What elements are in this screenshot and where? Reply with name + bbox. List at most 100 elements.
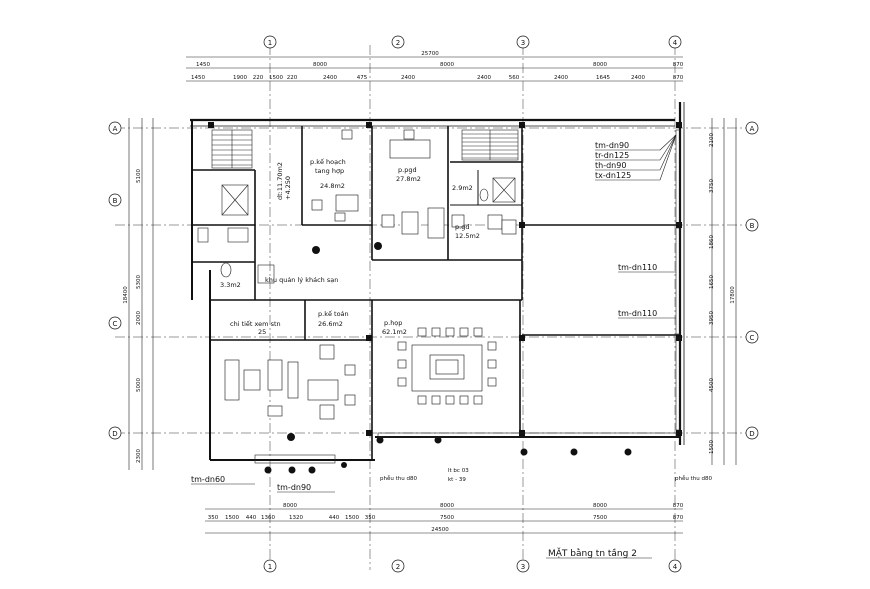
grid-label-bottom-2: 2 bbox=[396, 563, 400, 571]
dim-top-total: 25700 bbox=[421, 51, 439, 57]
grid-label-left-a: A bbox=[113, 125, 118, 133]
room-ke-hoach-name-1: p.kế hoạch bbox=[310, 158, 346, 166]
grid-label-right-c: C bbox=[750, 334, 755, 342]
room-ke-hoach-name-2: tang hợp bbox=[315, 167, 344, 175]
dim-bottom-r2-0: 350 bbox=[208, 515, 219, 521]
grid-label-top-4: 4 bbox=[673, 39, 678, 47]
dim-left-1: 5300 bbox=[136, 275, 142, 289]
grid-label-bottom-1: 1 bbox=[268, 563, 272, 571]
dim-right-3: 1650 bbox=[709, 275, 715, 289]
stair-left bbox=[211, 129, 253, 169]
window-tags: tm-dn90 tr-dn125 th-dn90 tx-dn125 tm-dn1… bbox=[191, 134, 677, 493]
tag-bottom-1: tm-dn60 bbox=[191, 475, 225, 484]
grid-label-left-d: D bbox=[112, 430, 117, 438]
windows bbox=[254, 129, 681, 464]
dim-top-r1-0: 1450 bbox=[196, 62, 210, 68]
dim-right-1: 3750 bbox=[709, 179, 715, 193]
dim-top-r2-5: 2400 bbox=[323, 75, 337, 81]
dim-bottom-r1-3: 870 bbox=[673, 503, 684, 509]
dim-bottom-r2-8: 7500 bbox=[440, 515, 454, 521]
room-ke-toan-area: 26.6m2 bbox=[318, 320, 343, 328]
dim-top-r2-8: 2400 bbox=[477, 75, 491, 81]
grid-label-top-1: 1 bbox=[268, 39, 272, 47]
notes: lt bc 03 kt - 39 phễu thu d80 phễu thu d… bbox=[380, 468, 712, 483]
dim-top-r1-3: 8000 bbox=[593, 62, 607, 68]
room-gd-name: p.gđ bbox=[455, 223, 470, 231]
floor-area-note: dt:11.70m2 bbox=[276, 162, 284, 200]
dim-right-6: 1500 bbox=[709, 440, 715, 454]
dim-right-2: 1860 bbox=[709, 235, 715, 249]
room-wc-area: 3.3m2 bbox=[220, 281, 241, 289]
dim-top-r2-12: 2400 bbox=[631, 75, 645, 81]
grid-label-bottom-4: 4 bbox=[673, 563, 678, 571]
dim-top-r2-11: 1645 bbox=[596, 75, 610, 81]
axis-bubbles: 1 2 3 4 1 2 3 4 A B C D A B C D bbox=[108, 35, 759, 573]
tag-cluster-3: th-dn90 bbox=[595, 161, 626, 170]
room-labels: p.kế hoạch tang hợp 24.8m2 p.pgd 27.8m2 … bbox=[220, 158, 480, 336]
dim-right-total: 17800 bbox=[730, 286, 736, 304]
tag-right-1: tm-dn110 bbox=[618, 263, 657, 272]
dim-left-2: 2000 bbox=[136, 311, 142, 325]
dim-left-total: 18400 bbox=[123, 286, 129, 304]
dim-top-r1-1: 8000 bbox=[313, 62, 327, 68]
room-ke-toan-name: p.kế toán bbox=[318, 310, 349, 318]
dim-bottom-r2-9: 7500 bbox=[593, 515, 607, 521]
dim-bottom-r1-2: 8000 bbox=[593, 503, 607, 509]
dim-top-r2-0: 1450 bbox=[191, 75, 205, 81]
dim-top-r2-9: 560 bbox=[509, 75, 520, 81]
dim-top-r2-1: 1900 bbox=[233, 75, 247, 81]
dim-bottom-r2-10: 870 bbox=[673, 515, 684, 521]
dim-bottom-r2-5: 440 bbox=[329, 515, 340, 521]
room-pgd-name: p.pgd bbox=[398, 166, 417, 174]
tag-cluster-1: tm-dn90 bbox=[595, 141, 629, 150]
room-khu-quan-ly: khu quản lý khách sạn bbox=[265, 276, 338, 284]
room-ke-hoach-area: 24.8m2 bbox=[320, 182, 345, 190]
dim-left-3: 5000 bbox=[136, 378, 142, 392]
dim-top-r2-10: 2400 bbox=[554, 75, 568, 81]
floor-level-note: +4.250 bbox=[284, 176, 292, 200]
tag-cluster-2: tr-dn125 bbox=[595, 151, 629, 160]
dim-right-0: 2100 bbox=[709, 133, 715, 147]
dim-top-r2-2: 220 bbox=[253, 75, 264, 81]
furniture bbox=[224, 129, 517, 420]
left-dimension-chains: 18400 5100 5300 2000 5000 2300 bbox=[123, 118, 154, 470]
note-bottom-mid-2: kt - 39 bbox=[448, 477, 466, 483]
dim-top-r1-2: 8000 bbox=[440, 62, 454, 68]
dim-right-4: 3950 bbox=[709, 311, 715, 325]
dim-top-r2-3: 1500 bbox=[269, 75, 283, 81]
note-pipe-right: phễu thu d80 bbox=[675, 475, 712, 482]
dim-bottom-r2-2: 440 bbox=[246, 515, 257, 521]
drawing-title: MẶT bằng tn tầng 2 bbox=[548, 547, 637, 559]
wc-fixtures bbox=[197, 188, 489, 284]
room-hop-area: 62.1m2 bbox=[382, 328, 407, 336]
room-pgd-area: 27.8m2 bbox=[396, 175, 421, 183]
grid-label-right-d: D bbox=[749, 430, 754, 438]
grid-label-left-b: B bbox=[113, 197, 118, 205]
dim-top-r2-7: 2400 bbox=[401, 75, 415, 81]
grid-label-bottom-3: 3 bbox=[521, 563, 525, 571]
room-small-area: 2.9m2 bbox=[452, 184, 473, 192]
grid-label-left-c: C bbox=[113, 320, 118, 328]
dim-bottom-r2-1: 1500 bbox=[225, 515, 239, 521]
dim-bottom-r1-1: 8000 bbox=[440, 503, 454, 509]
dim-bottom-r2-6: 1500 bbox=[345, 515, 359, 521]
dim-bottom-r2-3: 1360 bbox=[261, 515, 275, 521]
elevator-shaft bbox=[221, 177, 516, 216]
dim-top-r2-4: 220 bbox=[287, 75, 298, 81]
note-pipe-left: phễu thu d80 bbox=[380, 475, 417, 482]
tag-cluster-4: tx-dn125 bbox=[595, 171, 631, 180]
dim-top-r1-4: 870 bbox=[673, 62, 684, 68]
plant-symbols bbox=[264, 242, 632, 474]
note-bottom-mid: lt bc 03 bbox=[448, 468, 469, 474]
room-chi-tiet-area: 25 bbox=[258, 328, 266, 336]
dim-bottom-total: 24500 bbox=[431, 527, 449, 533]
dim-left-4: 2300 bbox=[136, 449, 142, 463]
dim-bottom-r2-4: 1320 bbox=[289, 515, 303, 521]
bottom-dimension-chains: 8000 8000 8000 870 350 1500 440 1360 132… bbox=[205, 503, 684, 534]
room-chi-tiet-name: chi tiết xem stn bbox=[230, 320, 281, 328]
room-gd-area: 12.5m2 bbox=[455, 232, 480, 240]
top-dimension-chains: 25700 1450 8000 8000 8000 870 1450 1900 … bbox=[186, 51, 684, 82]
dim-right-5: 4500 bbox=[709, 378, 715, 392]
dim-bottom-r1-0: 8000 bbox=[283, 503, 297, 509]
dim-top-r2-13: 870 bbox=[673, 75, 684, 81]
